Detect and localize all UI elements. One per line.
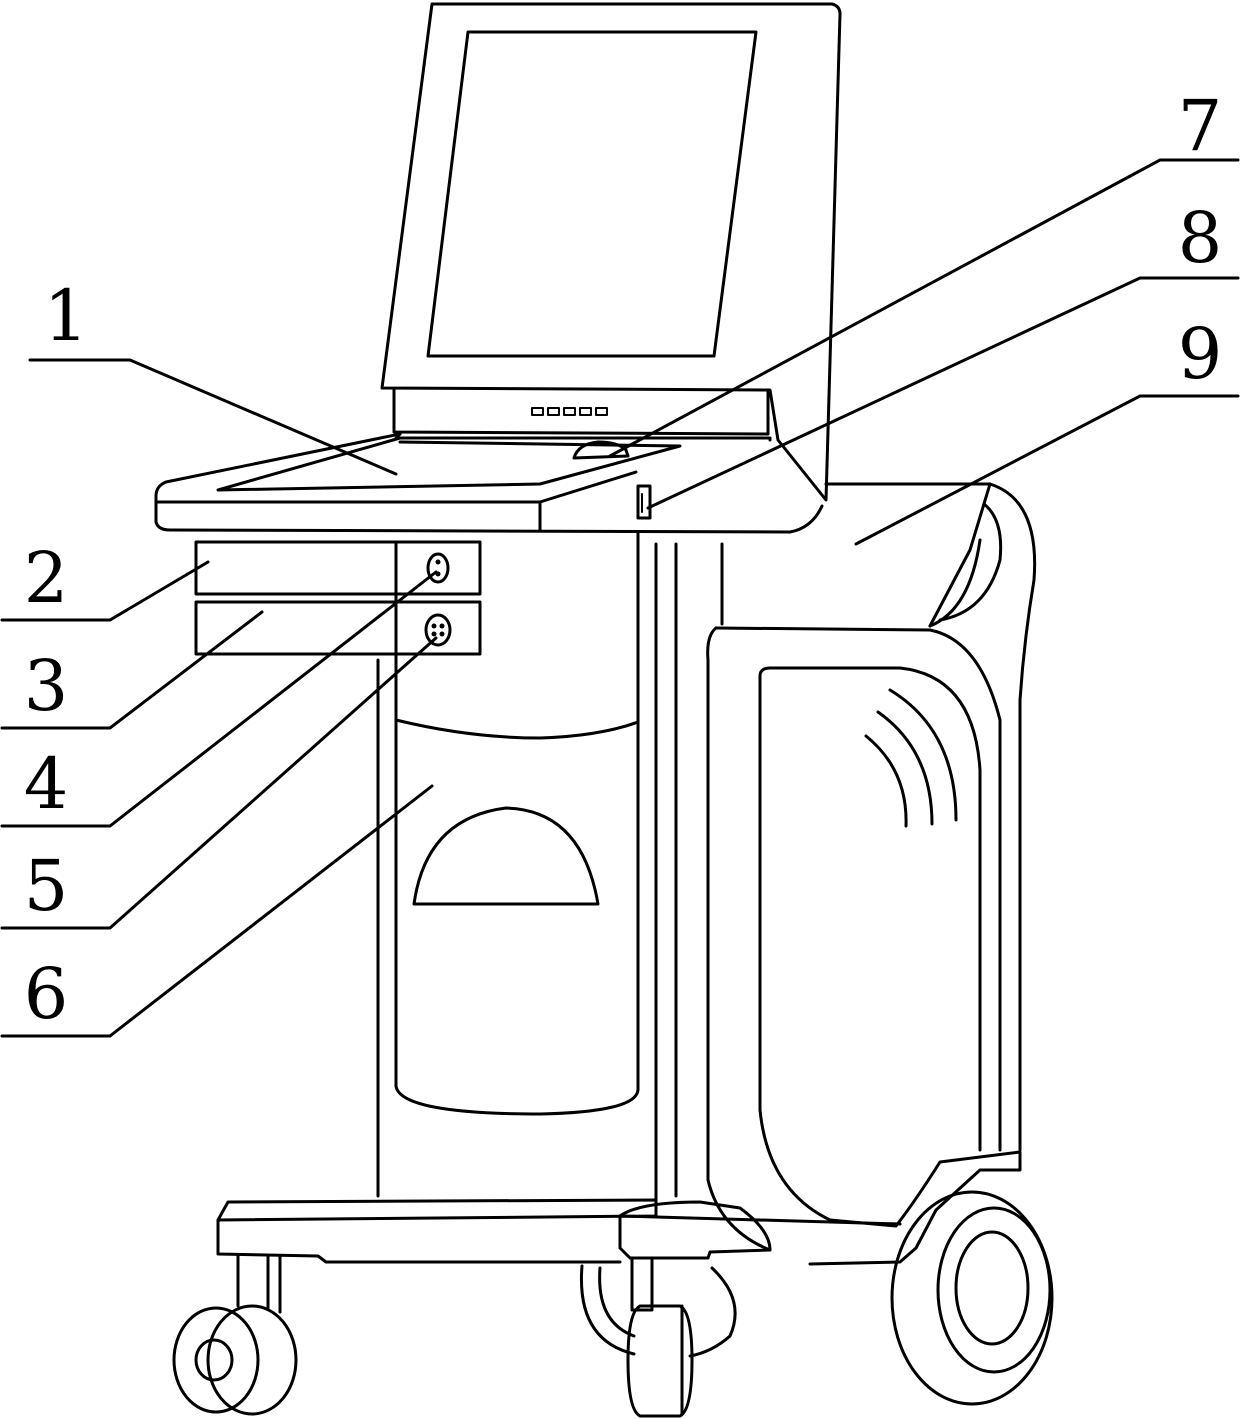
leader-7 [608,158,1240,458]
drawer-upper [194,540,482,596]
host-cabinet [376,530,724,1202]
leader-6 [0,784,434,1038]
callout-7: 7 [1178,85,1223,167]
callout-8: 8 [1178,197,1223,279]
leader-9 [854,394,1240,546]
monitor [380,2,842,502]
socket-upper [426,552,450,584]
monitor-base [392,388,770,436]
leader-2 [0,560,210,622]
callout-2: 2 [24,537,69,619]
drawer-lower [194,600,482,656]
wheel-rear-right [890,1190,1054,1406]
wave-symbol [864,688,958,828]
drawers [194,540,482,656]
leader-4 [0,570,438,828]
cabinet-window [412,806,600,906]
console-desk [154,432,824,534]
callout-6: 6 [24,953,69,1035]
usb-port [636,484,652,520]
cart-base [216,1198,902,1264]
leader-lines [0,158,1240,1038]
keyboard-panel [216,436,682,492]
callout-3: 3 [24,645,69,727]
callout-1: 1 [44,275,89,357]
monitor-buttons [531,407,608,416]
callout-5: 5 [24,845,69,927]
leader-1 [28,358,398,476]
leader-3 [0,610,264,730]
rear-basket [706,482,1037,1266]
callout-4: 4 [24,743,69,825]
wheel-front-left [172,1254,298,1416]
wheel-front-center [579,1256,737,1418]
leader-5 [0,636,438,930]
monitor-screen [426,30,758,358]
callout-9: 9 [1178,313,1223,395]
leader-8 [646,276,1240,510]
callout-labels: 1 2 3 4 5 6 7 8 9 [24,85,1223,1035]
socket-lower [424,613,452,647]
